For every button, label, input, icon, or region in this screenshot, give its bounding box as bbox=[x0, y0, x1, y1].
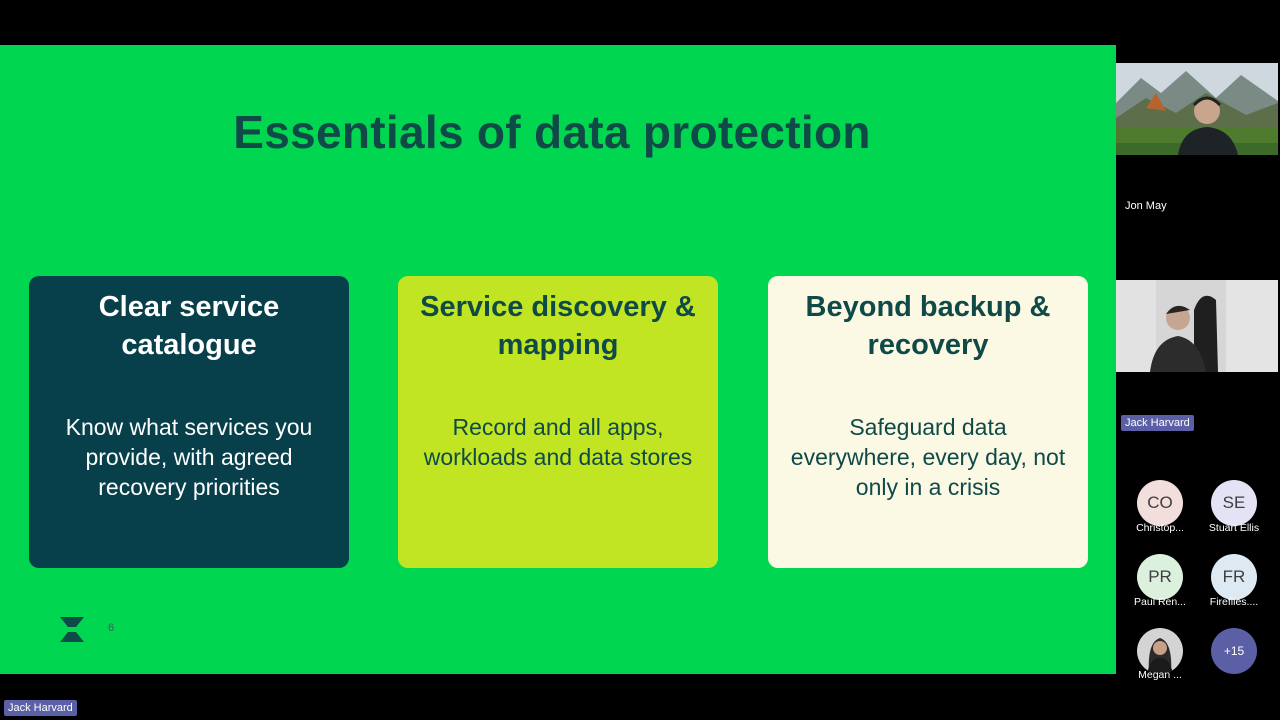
card-body: Record and all apps, workloads and data … bbox=[423, 414, 693, 470]
avatar-photo-image bbox=[1137, 628, 1183, 674]
card-body: Know what services you provide, with agr… bbox=[65, 414, 313, 500]
company-logo-icon bbox=[60, 617, 84, 642]
participant-avatar[interactable]: CO bbox=[1137, 480, 1183, 526]
participant-avatar[interactable]: PR bbox=[1137, 554, 1183, 600]
participant-video-jon[interactable] bbox=[1116, 63, 1278, 155]
slide-title: Essentials of data protection bbox=[233, 106, 871, 158]
participant-avatar[interactable]: SE bbox=[1211, 480, 1257, 526]
more-participants-count: +15 bbox=[1223, 644, 1245, 658]
avatar-initials: FR bbox=[1222, 567, 1246, 586]
card-heading: Clear service catalogue bbox=[98, 291, 280, 361]
participant-name: Stuart Ellis bbox=[1208, 522, 1260, 534]
card-body: Safeguard data everywhere, every day, no… bbox=[790, 414, 1066, 500]
participant-name: Megan ... bbox=[1138, 669, 1182, 681]
avatar-initials: SE bbox=[1222, 493, 1246, 512]
presenter-name-tag: Jack Harvard bbox=[4, 700, 77, 716]
shared-slide: Essentials of data protection Clear serv… bbox=[0, 45, 1116, 674]
participant-avatar-photo[interactable] bbox=[1137, 628, 1183, 674]
card-clear-service-catalogue: Clear service catalogue Know what servic… bbox=[29, 276, 349, 568]
participant-name: Christop... bbox=[1136, 522, 1184, 534]
participant-name-jon: Jon May bbox=[1125, 200, 1167, 212]
video-feed-image bbox=[1116, 280, 1278, 372]
card-heading: Beyond backup & recovery bbox=[805, 291, 1051, 361]
participant-name: Fireflies.... bbox=[1209, 596, 1259, 608]
card-service-discovery: Service discovery & mapping Record and a… bbox=[398, 276, 718, 568]
video-feed-image bbox=[1116, 63, 1278, 155]
slide-page-number: 6 bbox=[108, 622, 115, 634]
avatar-initials: PR bbox=[1148, 567, 1172, 586]
participant-name: Paul Ren... bbox=[1134, 596, 1186, 608]
card-beyond-backup: Beyond backup & recovery Safeguard data … bbox=[768, 276, 1088, 568]
avatar-initials: CO bbox=[1147, 493, 1173, 512]
participant-avatar[interactable]: FR bbox=[1211, 554, 1257, 600]
card-heading: Service discovery & mapping bbox=[420, 291, 696, 361]
more-participants-button[interactable]: +15 bbox=[1211, 628, 1257, 674]
participant-name-jack: Jack Harvard bbox=[1121, 415, 1194, 431]
participant-video-jack[interactable] bbox=[1116, 280, 1278, 372]
